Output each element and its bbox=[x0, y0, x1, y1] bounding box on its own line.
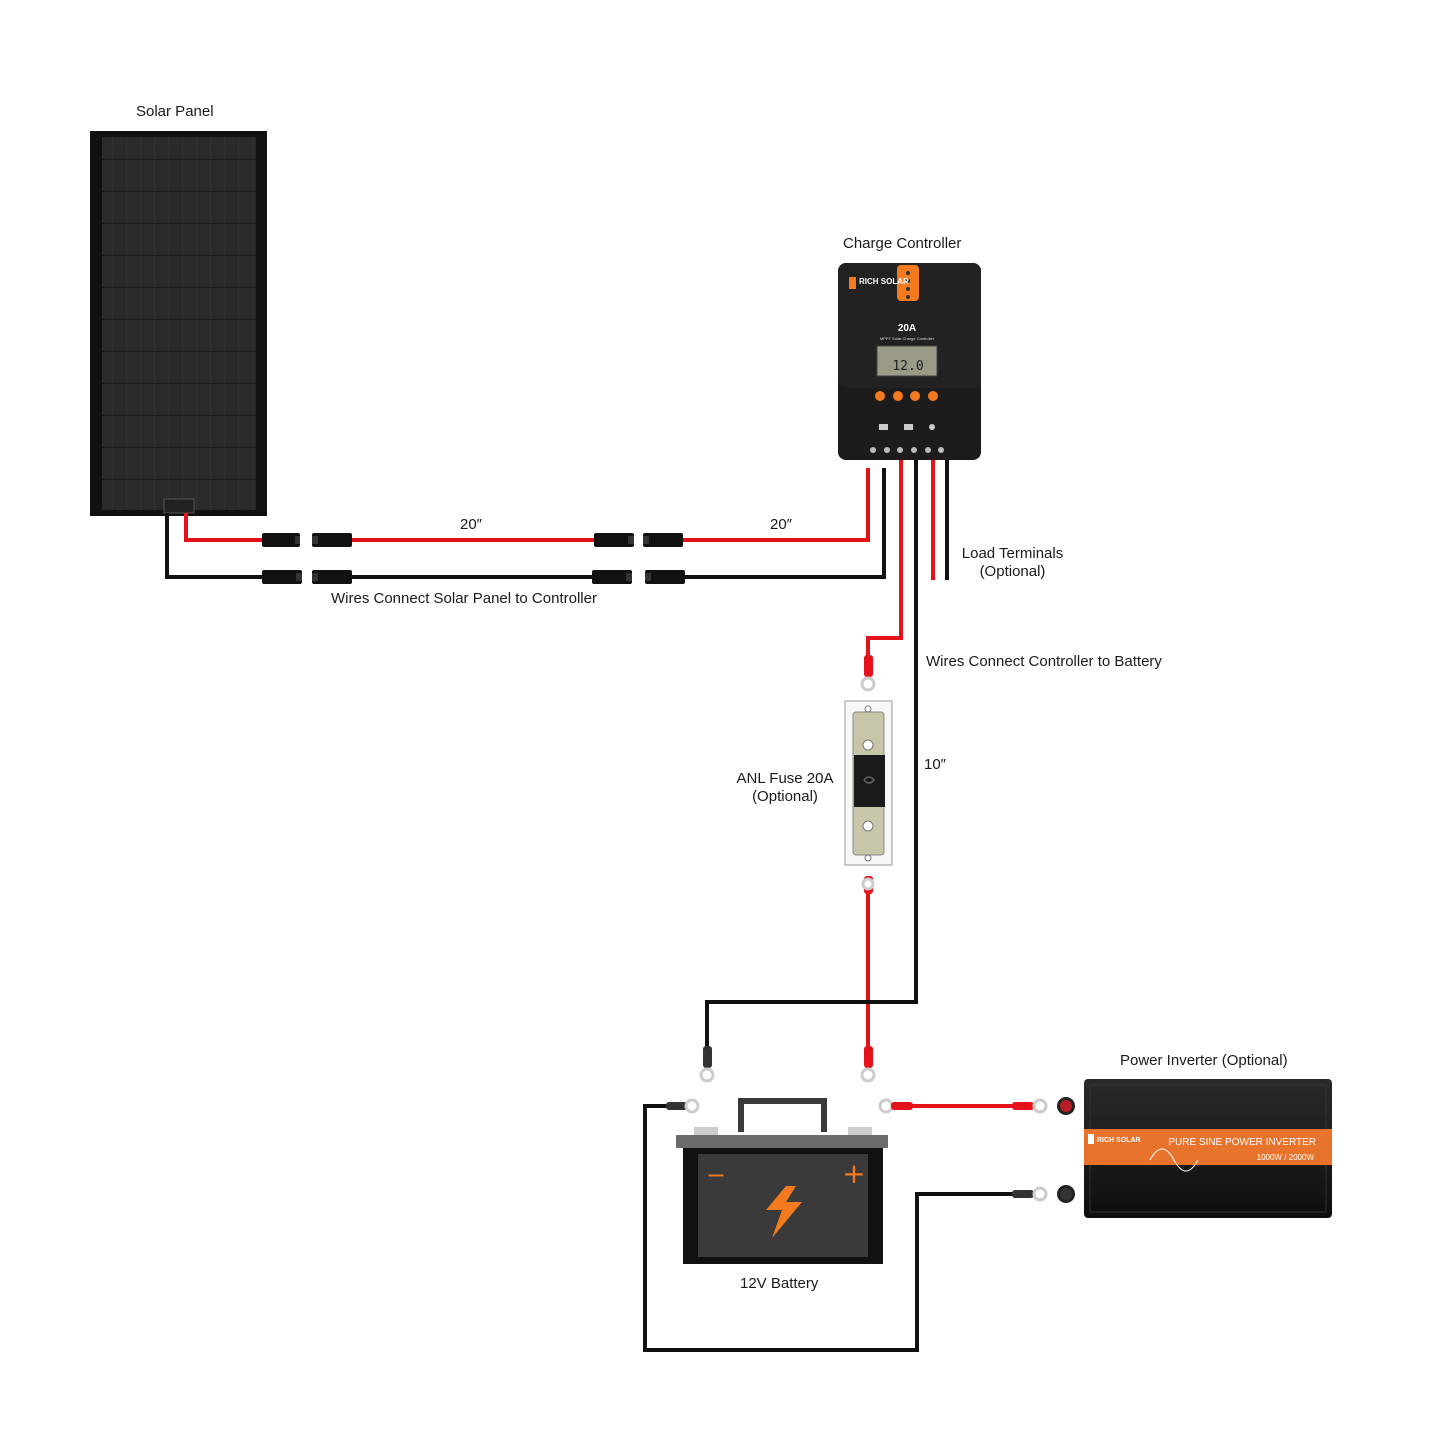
controller-rating: 20A bbox=[898, 323, 916, 334]
load-terminal-wires bbox=[931, 460, 949, 580]
power-inverter-label: Power Inverter (Optional) bbox=[1120, 1052, 1288, 1069]
anl-fuse bbox=[844, 700, 893, 866]
ring-terminal bbox=[666, 1098, 1048, 1202]
anl-fuse-line2: (Optional) bbox=[752, 788, 818, 805]
panel-negative-wire bbox=[165, 468, 886, 579]
panel-positive-wire bbox=[184, 468, 870, 542]
junction-box bbox=[163, 498, 195, 514]
power-inverter: RICH SOLAR PURE SINE POWER INVERTER 1000… bbox=[1057, 1079, 1332, 1218]
ring-terminal bbox=[699, 655, 876, 1083]
inverter-negative-wire bbox=[643, 1104, 1015, 1352]
inverter-title: PURE SINE POWER INVERTER bbox=[1168, 1137, 1316, 1148]
wire-length-label: 20″ bbox=[770, 516, 792, 533]
anl-fuse-line1: ANL Fuse 20A bbox=[736, 770, 834, 787]
anl-fuse-label: ANL Fuse 20A (Optional) bbox=[730, 770, 840, 806]
battery-negative-wire bbox=[705, 460, 918, 1050]
wire-length-label: 20″ bbox=[460, 516, 482, 533]
controller-brand: RICH SOLAR bbox=[859, 277, 909, 286]
controller-to-battery-label: Wires Connect Controller to Battery bbox=[926, 653, 1162, 670]
lightning-icon bbox=[766, 1186, 802, 1238]
inverter-rating: 1000W / 2000W bbox=[1257, 1153, 1315, 1162]
battery: − + bbox=[676, 1098, 888, 1264]
wire-length-label: 10″ bbox=[924, 756, 946, 773]
lcd-display bbox=[876, 345, 938, 377]
mc4-connector bbox=[262, 533, 683, 547]
charge-controller: RICH SOLAR 20A MPPT Solar Charge Control… bbox=[838, 263, 981, 460]
battery-label: 12V Battery bbox=[740, 1275, 819, 1292]
charge-controller-label: Charge Controller bbox=[843, 235, 962, 252]
solar-panel-label: Solar Panel bbox=[136, 103, 214, 120]
battery-plus: + bbox=[842, 1157, 865, 1190]
terminal-icons bbox=[879, 424, 935, 430]
controller-buttons bbox=[875, 391, 938, 401]
inverter-brand: RICH SOLAR bbox=[1097, 1137, 1141, 1144]
panel-to-controller-label: Wires Connect Solar Panel to Controller bbox=[331, 590, 597, 607]
lcd-value: 12.0 bbox=[892, 359, 923, 374]
brand-logo bbox=[849, 277, 856, 289]
terminal-screws bbox=[870, 447, 944, 453]
load-terminals-line2: (Optional) bbox=[979, 563, 1046, 580]
mc4-connector bbox=[262, 570, 685, 584]
battery-positive-wire bbox=[866, 460, 903, 1050]
controller-subtitle: MPPT Solar Charge Controller bbox=[880, 336, 935, 341]
load-terminals-label: Load Terminals (Optional) bbox=[950, 545, 1075, 581]
load-terminals-line1: Load Terminals bbox=[961, 545, 1064, 562]
battery-minus: − bbox=[706, 1161, 726, 1189]
solar-panel bbox=[90, 131, 267, 516]
